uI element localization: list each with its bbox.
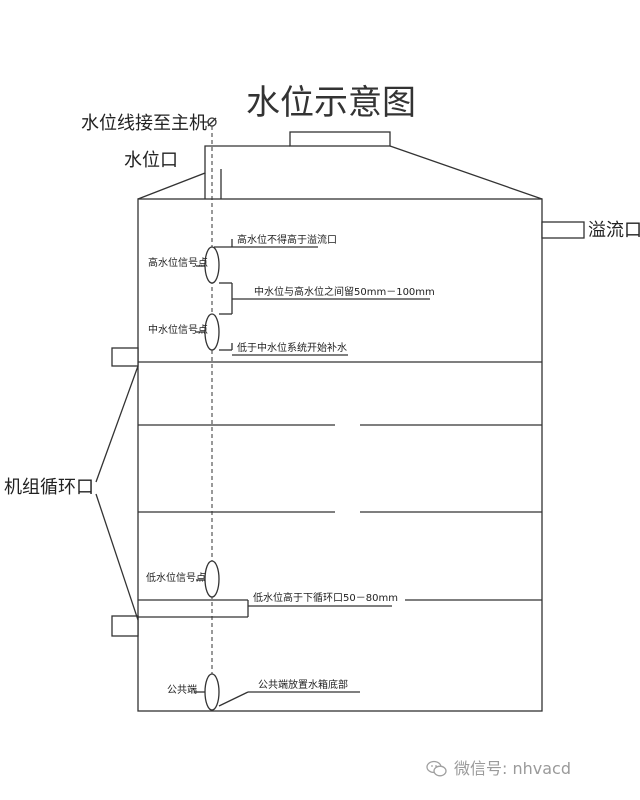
wechat-icon <box>426 760 447 777</box>
low-signal-point <box>204 560 220 598</box>
high-signal-point <box>204 246 220 284</box>
upper-circulation-pipe <box>111 347 139 367</box>
circulation-pointer-down <box>95 493 139 621</box>
watermark-text: 微信号: nhvacd <box>454 759 571 778</box>
tank-body <box>137 198 543 712</box>
mid-signal-label: 中水位信号点 <box>148 325 208 336</box>
tank-roof-right <box>389 145 543 200</box>
common-end-point <box>204 673 220 711</box>
note-common-pointer <box>218 691 249 707</box>
note-low: 低水位高于下循环口50－80mm <box>253 593 398 604</box>
low-signal-label: 低水位信号点 <box>146 573 206 584</box>
circulation-label: 机组循环口 <box>4 477 94 498</box>
overflow-label: 溢流口 <box>588 220 640 241</box>
circulation-pointer-up <box>95 365 139 483</box>
probe-head-mark <box>207 117 217 127</box>
note-high: 高水位不得高于溢流口 <box>237 235 337 246</box>
high-signal-label: 高水位信号点 <box>148 258 208 269</box>
note-common: 公共端放置水箱底部 <box>258 680 348 691</box>
diagram-title: 水位示意图 <box>246 83 416 123</box>
water-port-label: 水位口 <box>124 150 178 171</box>
common-end-label: 公共端 <box>167 685 197 696</box>
overflow-pipe <box>541 221 585 239</box>
note-gap: 中水位与高水位之间留50mm－100mm <box>254 287 435 298</box>
water-line-label: 水位线接至主机 <box>81 113 207 134</box>
lower-circulation-pipe <box>111 615 139 637</box>
roof-hatch <box>289 131 391 147</box>
note-mid: 低于中水位系统开始补水 <box>237 343 347 354</box>
tank-roof-left <box>137 145 290 200</box>
